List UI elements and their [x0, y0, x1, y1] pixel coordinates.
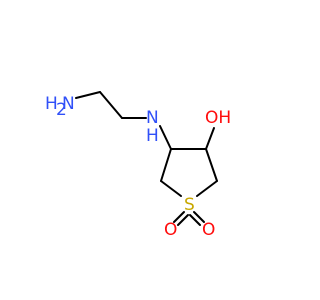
right-oxo-oxygen-label: O: [202, 220, 215, 240]
molecule-structure: H 2 N N H OH S O O: [45, 91, 231, 240]
bond-layer: [75, 91, 218, 226]
bond-s-o-left-1: [173, 211, 185, 223]
bond-ring-carbon-oh: [205, 127, 215, 150]
bond-s-o-left-2: [177, 214, 189, 226]
bond-ring-s-c2: [160, 180, 182, 197]
bond-ring-c2-c3: [160, 148, 172, 182]
label-layer: H 2 N N H OH S O O: [45, 94, 231, 240]
secondary-amine-nitrogen-label: N: [146, 108, 159, 128]
bond-s-o-right-1: [193, 211, 205, 223]
bond-nh-ring-carbon: [159, 125, 172, 150]
amine-hydrogen-label: H: [45, 94, 58, 114]
bond-ring-c4-c5: [205, 148, 218, 182]
bond-nh2-ch2: [75, 91, 101, 99]
structure-canvas: H 2 N N H OH S O O: [45, 91, 232, 240]
sulfur-label: S: [184, 195, 195, 215]
amine-hydrogen-subscript: 2: [56, 100, 67, 120]
hydroxyl-label: OH: [205, 108, 231, 128]
bond-ring-c5-s: [196, 180, 218, 197]
amine-nitrogen-label: N: [62, 94, 75, 114]
bond-s-o-right-2: [189, 214, 201, 226]
bond-ch2-ch2: [99, 91, 123, 119]
left-oxo-oxygen-label: O: [164, 220, 177, 240]
secondary-amine-hydrogen-label: H: [146, 126, 159, 146]
